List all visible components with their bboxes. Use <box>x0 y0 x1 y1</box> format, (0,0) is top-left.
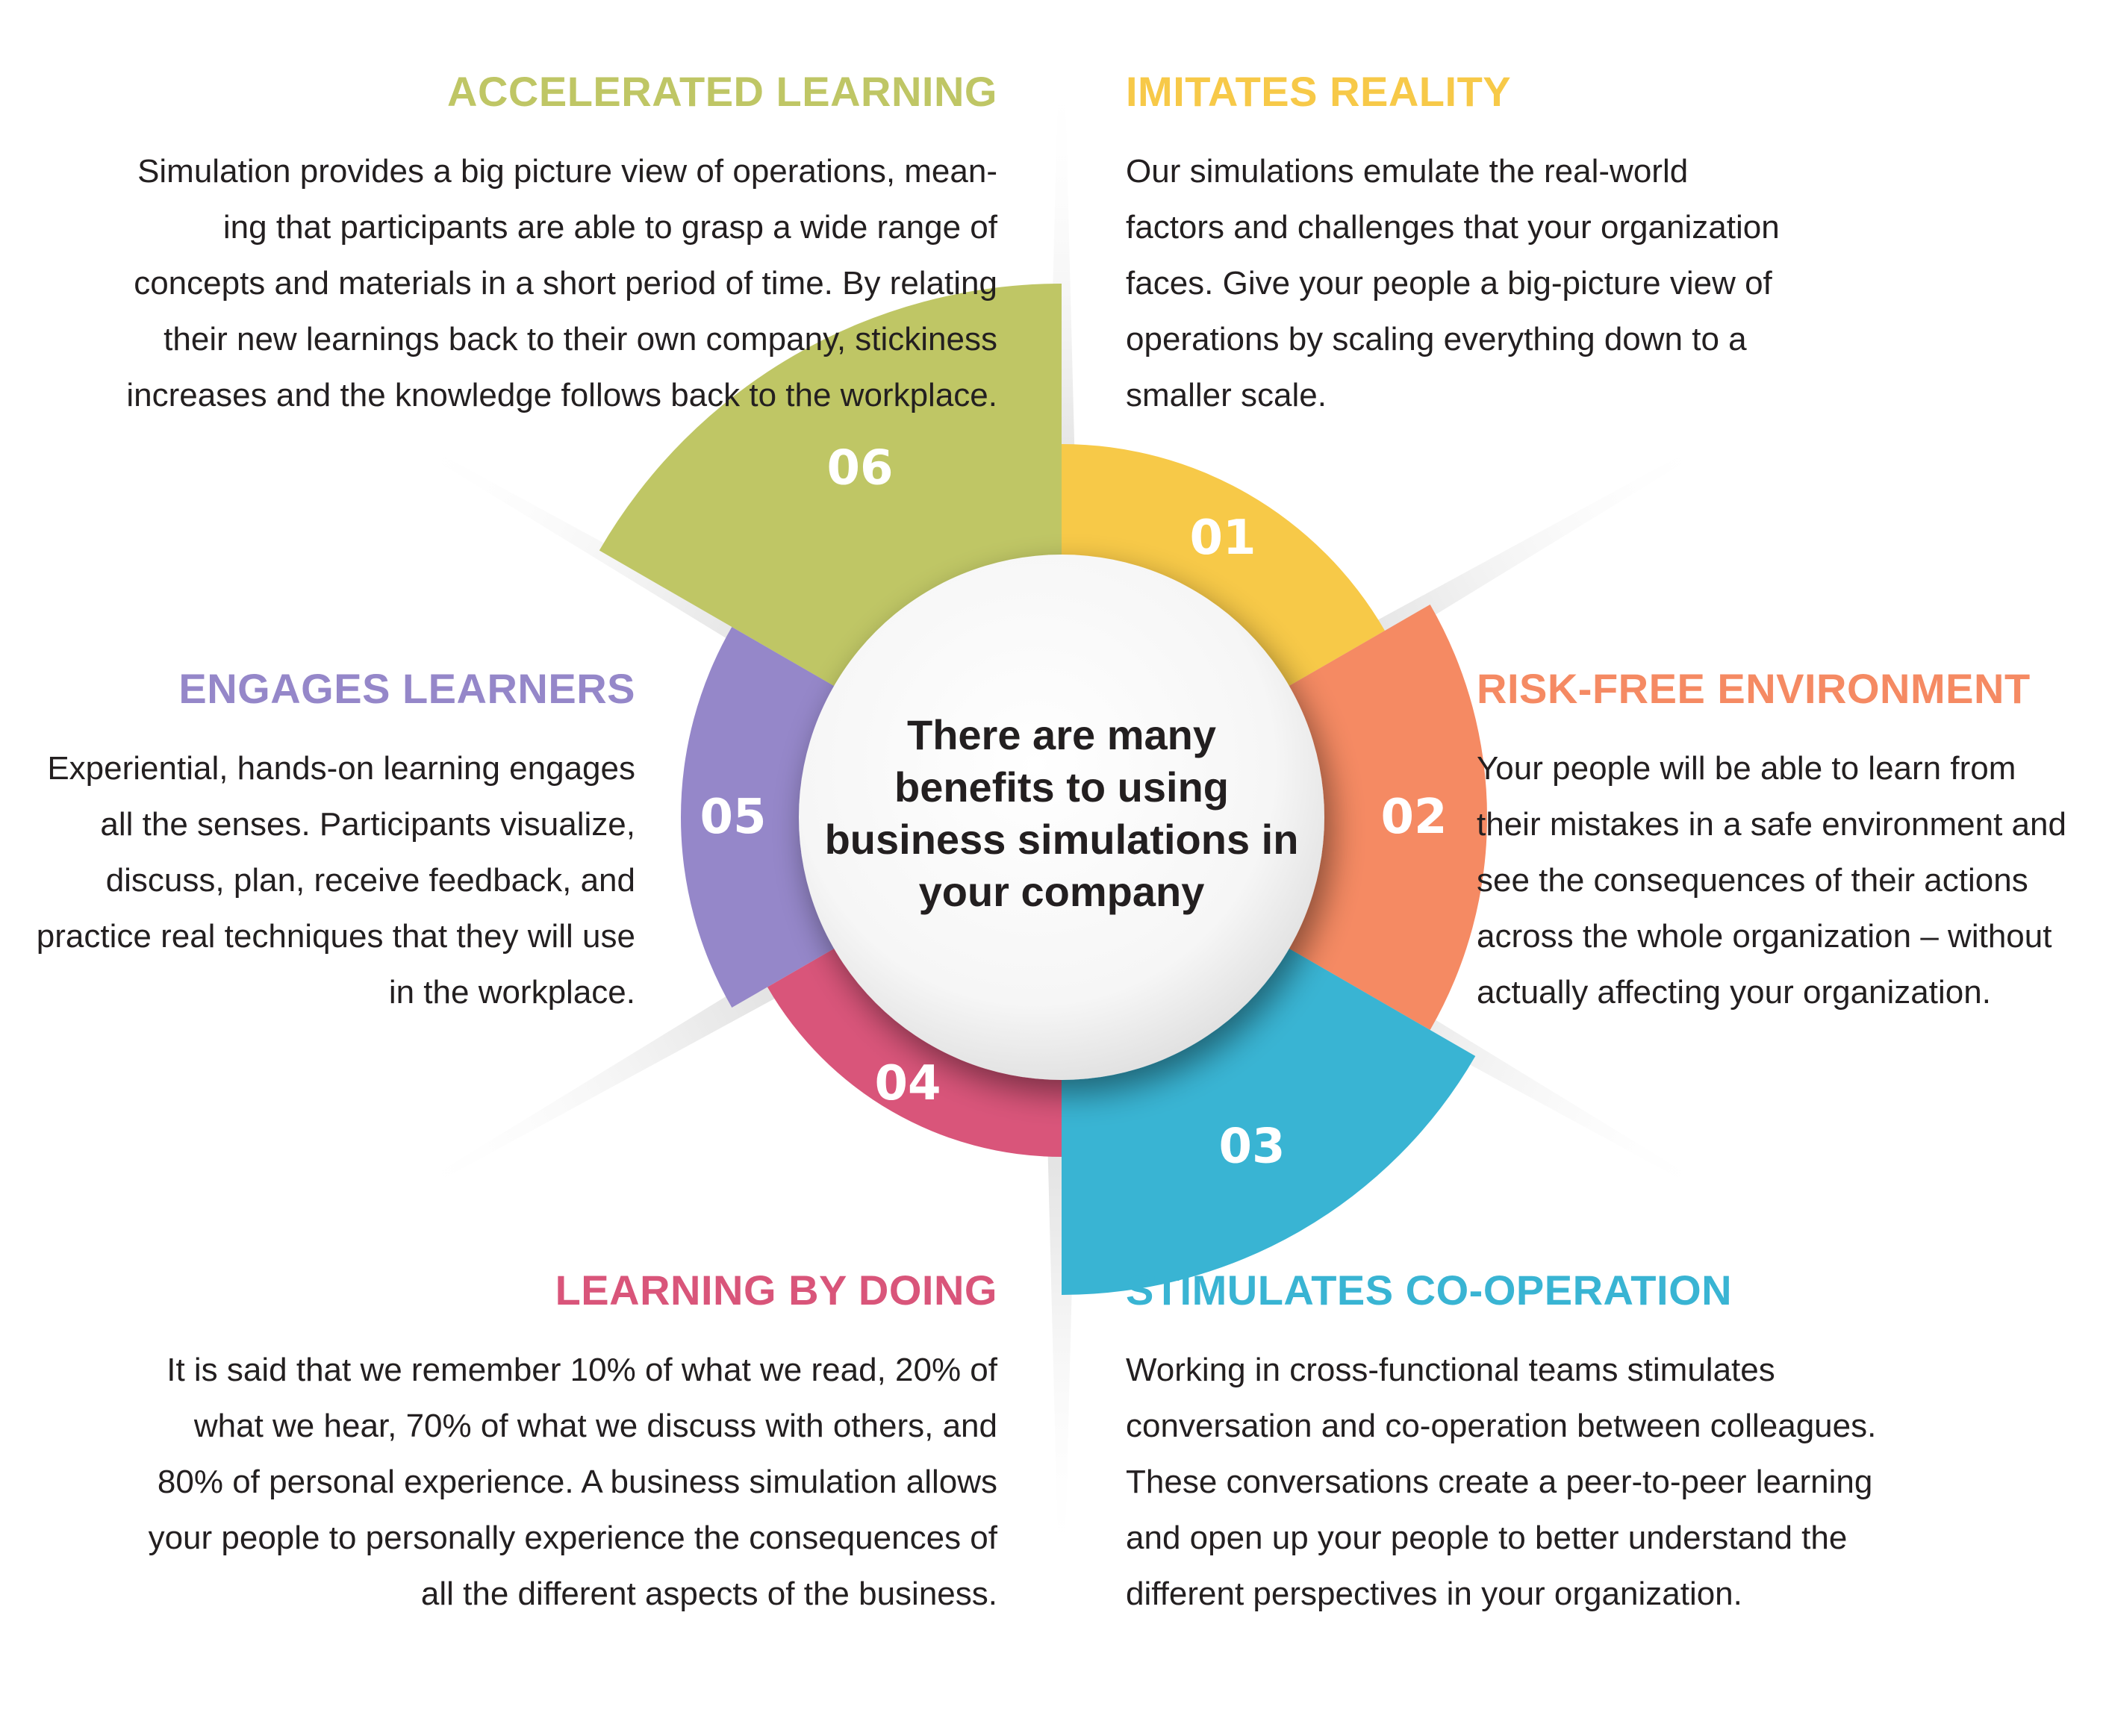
segment-number-01: 01 <box>1189 511 1256 566</box>
segment-number-06: 06 <box>826 440 893 496</box>
text-line: factors and challenges that your organiz… <box>1126 209 1780 246</box>
segment-03 <box>1062 948 1476 1295</box>
block-stimulates-co-operation: STIMULATES CO-OPERATION Working in cross… <box>1126 1266 1876 1622</box>
segment-04 <box>767 948 1062 1157</box>
center-line: There are many <box>907 711 1216 758</box>
block-title: LEARNING BY DOING <box>555 1267 997 1314</box>
text-line: operations by scaling everything down to… <box>1126 321 1747 357</box>
text-line: It is said that we remember 10% of what … <box>166 1352 997 1388</box>
block-engages-learners: ENGAGES LEARNERS Experiential, hands-on … <box>37 664 635 1020</box>
text-line: ing that participants are able to grasp … <box>222 209 997 246</box>
segment-ring <box>599 284 1487 1295</box>
center-line: your company <box>918 868 1205 915</box>
segment-05 <box>681 627 835 1008</box>
block-text: Our simulations emulate the real-world f… <box>1126 143 1780 423</box>
segment-number-02: 02 <box>1380 790 1447 845</box>
center-statement: There are many benefits to using busines… <box>800 709 1323 918</box>
block-text: Your people will be able to learn from t… <box>1477 740 2066 1020</box>
text-line: in the workplace. <box>388 974 635 1011</box>
text-line: all the different aspects of the busines… <box>420 1576 997 1612</box>
block-learning-by-doing: LEARNING BY DOING It is said that we rem… <box>149 1266 997 1622</box>
text-line: and open up your people to better unders… <box>1126 1520 1848 1556</box>
text-line: different perspectives in your organizat… <box>1126 1576 1742 1612</box>
block-title: RISK-FREE ENVIRONMENT <box>1477 665 2031 712</box>
text-line: Your people will be able to learn from <box>1477 750 2016 787</box>
segment-number-03: 03 <box>1218 1120 1285 1175</box>
text-line: what we hear, 70% of what we discuss wit… <box>193 1408 997 1444</box>
segment-number-05: 05 <box>700 790 766 845</box>
text-line: increases and the knowledge follows back… <box>126 377 997 413</box>
block-text: Experiential, hands-on learning engages … <box>37 740 635 1020</box>
text-line: Simulation provides a big picture view o… <box>137 153 997 190</box>
block-text: It is said that we remember 10% of what … <box>149 1342 997 1622</box>
text-line: all the senses. Participants visualize, <box>100 806 635 843</box>
text-line: their new learnings back to their own co… <box>163 321 997 357</box>
center-line: benefits to using <box>894 764 1229 811</box>
block-text: Simulation provides a big picture view o… <box>126 143 997 423</box>
text-line: 80% of personal experience. A business s… <box>157 1464 997 1500</box>
text-line: practice real techniques that they will … <box>36 918 635 955</box>
text-line: see the consequences of their actions <box>1477 862 2028 899</box>
segment-numbers: 01 02 03 04 05 06 <box>700 440 1447 1174</box>
block-title: IMITATES REALITY <box>1126 68 1512 115</box>
text-line: These conversations create a peer-to-pee… <box>1126 1464 1873 1500</box>
text-line: Experiential, hands-on learning engages <box>47 750 635 787</box>
text-line: their mistakes in a safe environment and <box>1477 806 2066 843</box>
segment-number-04: 04 <box>874 1056 941 1111</box>
segment-02 <box>1288 605 1487 1030</box>
text-line: Our simulations emulate the real-world <box>1126 153 1689 190</box>
text-line: concepts and materials in a short period… <box>134 265 997 302</box>
text-line: your people to personally experience the… <box>148 1520 997 1556</box>
block-title: ENGAGES LEARNERS <box>178 665 635 712</box>
segment-06 <box>599 284 1062 687</box>
block-text: Working in cross-functional teams stimul… <box>1126 1342 1876 1622</box>
center-circle <box>799 555 1324 1080</box>
block-imitates-reality: IMITATES REALITY Our simulations emulate… <box>1126 67 1780 423</box>
text-line: across the whole organization – without <box>1477 918 2052 955</box>
block-title: STIMULATES CO-OPERATION <box>1126 1267 1733 1314</box>
text-line: actually affecting your organization. <box>1477 974 1991 1011</box>
block-accelerated-learning: ACCELERATED LEARNING Simulation provides… <box>126 67 997 423</box>
text-line: conversation and co-operation between co… <box>1126 1408 1877 1444</box>
segment-01 <box>1062 444 1386 687</box>
block-risk-free-environment: RISK-FREE ENVIRONMENT Your people will b… <box>1477 664 2066 1020</box>
text-line: Working in cross-functional teams stimul… <box>1126 1352 1775 1388</box>
text-line: discuss, plan, receive feedback, and <box>105 862 635 899</box>
text-line: faces. Give your people a big-picture vi… <box>1126 265 1772 302</box>
block-title: ACCELERATED LEARNING <box>447 68 997 115</box>
center-line: business simulations in <box>824 816 1299 863</box>
text-line: smaller scale. <box>1126 377 1327 413</box>
